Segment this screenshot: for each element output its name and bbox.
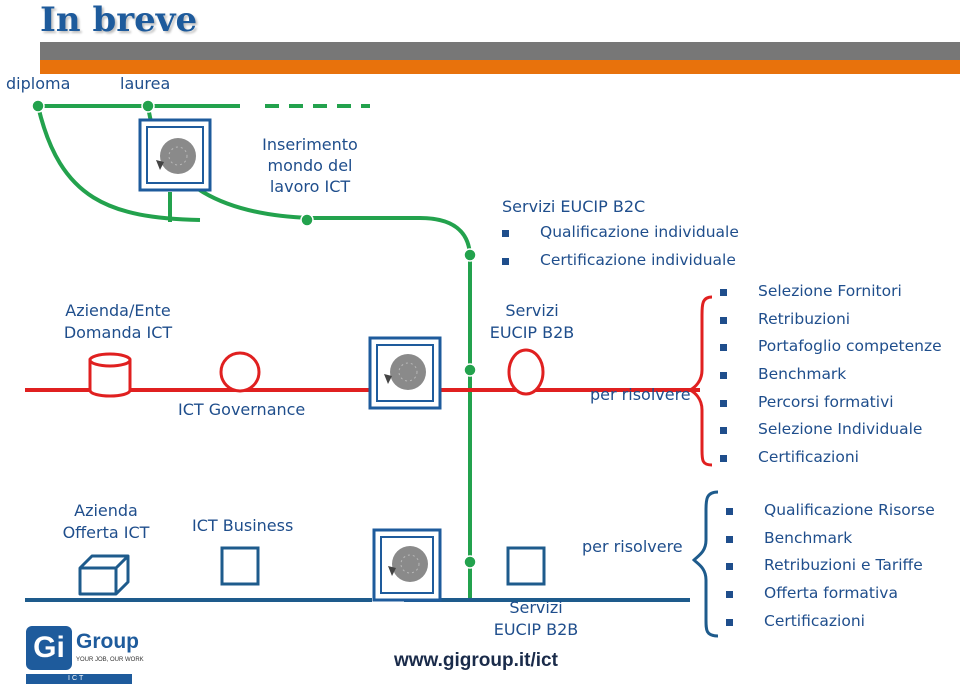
header-bar-orange [40,60,960,74]
business-label: ICT Business [192,516,294,535]
badge-top [138,118,212,192]
logo-name: Group [76,630,139,653]
b2b-service-label-bottom: Servizi EUCIP B2B [493,598,579,639]
azienda-offerta-label: Azienda Offerta ICT [62,501,150,542]
blue-nodes [78,546,546,596]
per-risolvere-label-bottom: per risolvere [582,537,683,556]
station-laurea [141,99,155,113]
per-risolvere-label: per risolvere [590,385,691,404]
cube-icon [78,554,130,596]
b2b-bottom-item: Certificazioni [726,608,935,636]
logo-division: ICT [26,674,132,684]
b2b-bottom-item: Qualificazione Risorse [726,497,935,525]
b2b-bottom-item: Offerta formativa [726,580,935,608]
b2b-item: Certificazioni [720,444,942,472]
governance-node [219,351,261,393]
b2b-service-label: Servizi EUCIP B2B [489,301,575,342]
logo-mark: Gi [26,626,72,670]
b2b-bottom-item: Retribuzioni e Tariffe [726,552,935,580]
red-nodes [88,348,545,398]
b2b-bottom-item: Benchmark [726,525,935,553]
b2c-item: Certificazione individuale [502,247,739,275]
red-bracket [686,295,713,467]
database-icon [88,358,132,398]
green-stations [31,99,477,569]
governance-label: ICT Governance [178,400,306,419]
logo-tagline: YOUR JOB, OUR WORK [76,657,144,663]
badge-bottom [372,528,442,602]
b2b-item: Benchmark [720,361,942,389]
b2b-item: Selezione Individuale [720,416,942,444]
page-title: In breve [40,0,198,40]
station-b2b-mid [463,363,477,377]
badge-middle [368,336,442,410]
b2b-item: Percorsi formativi [720,389,942,417]
station-lavoro [300,213,314,227]
b2b-middle-list: Selezione Fornitori Retribuzioni Portafo… [720,278,942,472]
b2c-list: Qualificazione individuale Certificazion… [502,219,739,274]
laurea-label: laurea [120,74,171,93]
b2b-bottom-list: Qualificazione Risorse Benchmark Retribu… [726,497,935,635]
inserimento-label: Inserimento mondo del lavoro ICT [262,135,358,196]
b2b-item: Retribuzioni [720,306,942,334]
database-icon-top [88,352,132,368]
station-b2b-bottom [463,555,477,569]
service-node-blue [506,546,546,586]
b2b-item: Selezione Fornitori [720,278,942,306]
station-b2c [463,248,477,262]
business-node [220,546,260,586]
diploma-label: diploma [6,74,71,93]
b2c-item: Qualificazione individuale [502,219,739,247]
header-bar-gray [40,42,960,62]
station-diploma [31,99,45,113]
service-node [507,348,545,396]
b2c-title: Servizi EUCIP B2C [502,197,646,216]
blue-bracket [691,490,719,638]
azienda-ente-label: Azienda/Ente Domanda ICT [63,301,173,342]
gigroup-logo: Gi Group YOUR JOB, OUR WORK ICT [26,626,144,684]
footer-url[interactable]: www.gigroup.it/ict [394,650,558,671]
b2b-item: Portafoglio competenze [720,333,942,361]
